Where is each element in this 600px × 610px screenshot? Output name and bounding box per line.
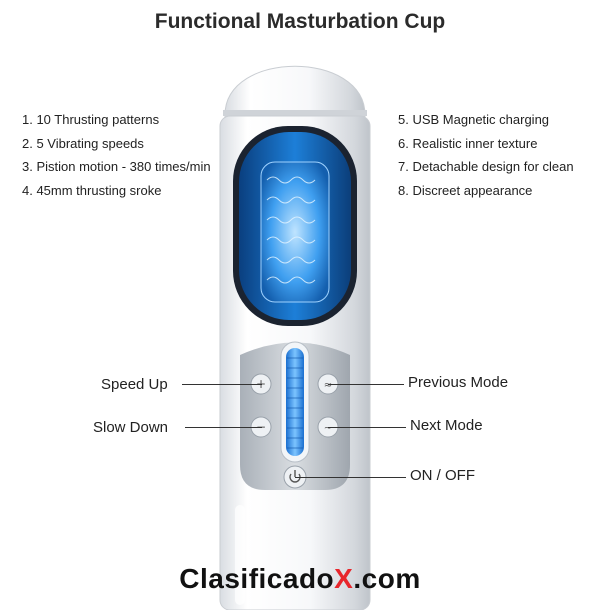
- previous-mode-label: Previous Mode: [408, 374, 509, 391]
- speed-up-leader: [182, 384, 262, 385]
- speed-up-label: Speed Up: [101, 376, 168, 393]
- next-mode-leader: [328, 427, 406, 428]
- previous-mode-leader: [328, 384, 404, 385]
- svg-text:~: ~: [324, 423, 332, 434]
- brand-x: X: [334, 563, 354, 594]
- feature-item: 8. Discreet appearance: [398, 183, 533, 198]
- feature-item: 3. Pistion motion - 380 times/min: [22, 159, 211, 174]
- feature-item: 1. 10 Thrusting patterns: [22, 112, 160, 127]
- feature-item: 6. Realistic inner texture: [398, 136, 538, 151]
- on-off-label: ON / OFF: [410, 467, 475, 484]
- brand-suffix: .com: [353, 563, 421, 594]
- page-title: Functional Masturbation Cup: [154, 10, 446, 33]
- feature-item: 2. 5 Vibrating speeds: [22, 136, 144, 151]
- feature-item: 5. USB Magnetic charging: [398, 112, 550, 127]
- brand-logo: ClasificadoX.com: [0, 563, 600, 595]
- slow-down-leader: [185, 427, 262, 428]
- device-illustration: + − ≈ ~: [219, 65, 371, 610]
- brand-prefix: Clasificado: [179, 563, 335, 594]
- svg-text:≈: ≈: [324, 380, 332, 391]
- on-off-leader: [295, 477, 406, 478]
- feature-item: 4. 45mm thrusting sroke: [22, 183, 162, 198]
- feature-item: 7. Detachable design for clean: [398, 159, 574, 174]
- next-mode-label: Next Mode: [410, 417, 483, 434]
- slow-down-label: Slow Down: [93, 419, 169, 436]
